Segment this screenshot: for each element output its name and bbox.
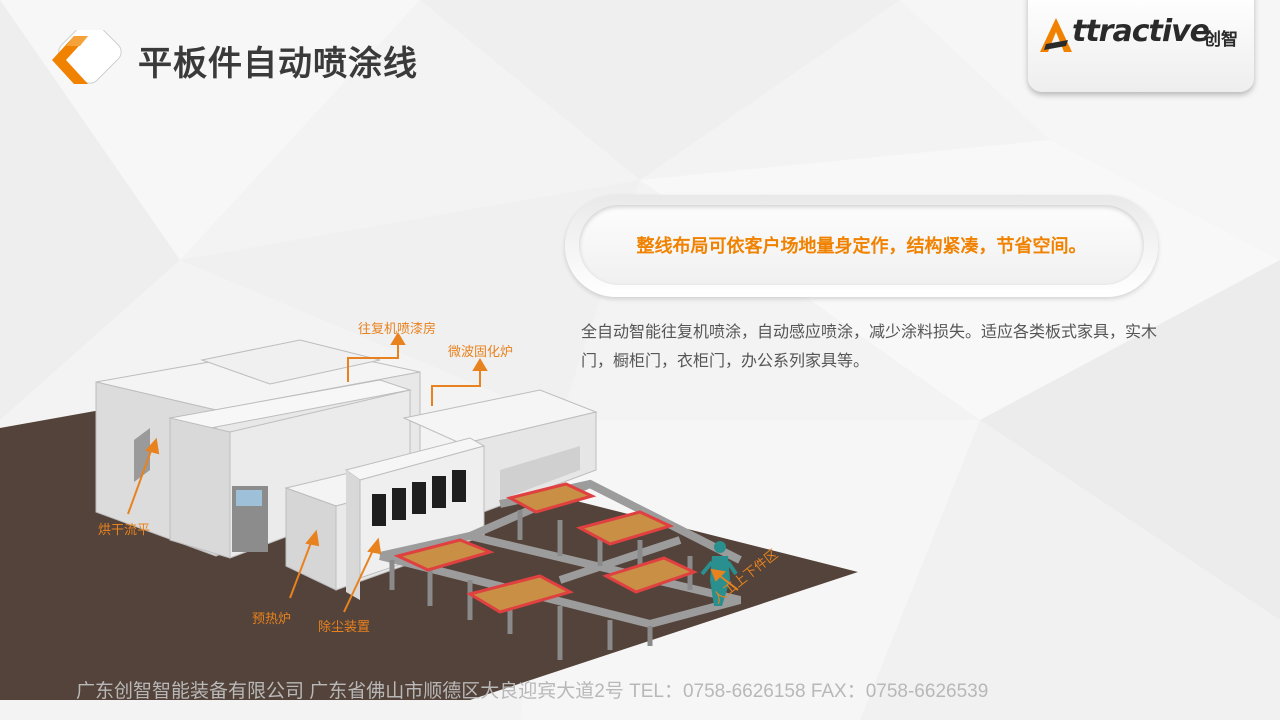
workpiece-trays — [393, 482, 698, 614]
spray-room-roof — [200, 339, 381, 385]
label-microwave-oven: 微波固化炉 — [448, 345, 514, 360]
highlight-panel: 整线布局可依客户场地量身定作，结构紧凑，节省空间。 — [565, 195, 1158, 297]
worker-figure — [700, 541, 738, 606]
footer-contact: 广东创智智能装备有限公司 广东省佛山市顺德区大良迎宾大道2号 TEL：0758-… — [76, 681, 989, 702]
production-line-diagram — [0, 332, 858, 700]
label-drying: 烘干流平 — [98, 523, 151, 538]
microwave-oven-building — [402, 389, 598, 521]
description-text: 全自动智能往复机喷涂，自动感应喷涂，减少涂料损失。适应各类板式家具，实木门，橱柜… — [581, 322, 1158, 370]
highlight-inner: 整线布局可依客户场地量身定作，结构紧凑，节省空间。 — [579, 205, 1144, 285]
chevron-logo-icon — [52, 30, 122, 84]
company-logo-card: ttractive 创智 — [1028, 0, 1254, 92]
logo-chinese-text: 创智 — [1204, 30, 1238, 50]
logo-a-icon — [1040, 18, 1072, 52]
logo-text: ttractive — [1072, 14, 1210, 49]
label-spray-room: 往复机喷漆房 — [358, 322, 437, 337]
highlight-text: 整线布局可依客户场地量身定作，结构紧凑，节省空间。 — [636, 236, 1087, 257]
label-dust-removal: 除尘装置 — [318, 620, 371, 635]
label-preheat-oven: 预热炉 — [252, 612, 292, 627]
page-title: 平板件自动喷涂线 — [138, 44, 418, 84]
